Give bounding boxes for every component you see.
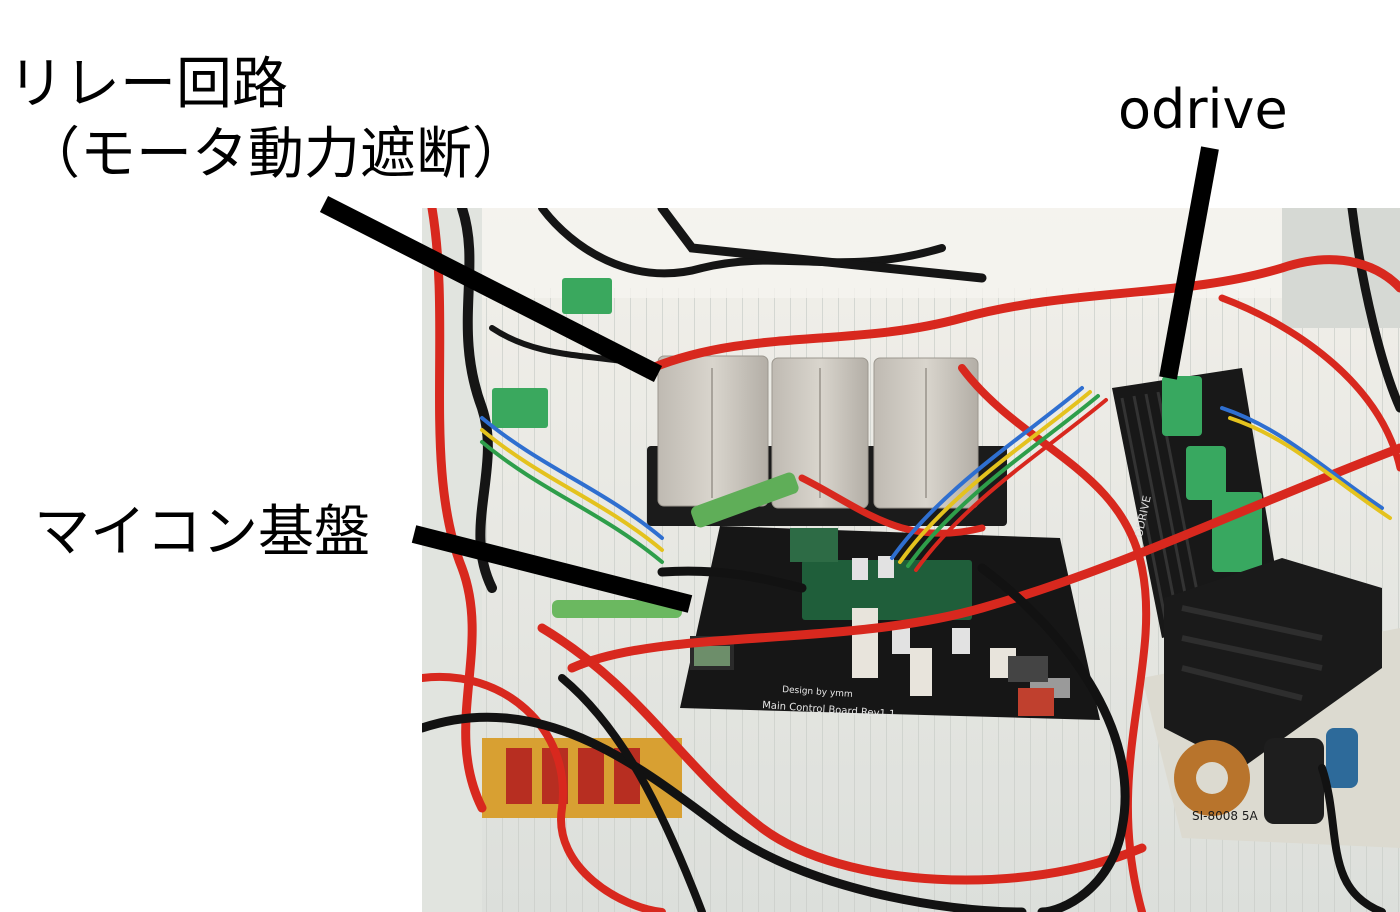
mcu-pointer-line: [411, 525, 693, 613]
microcontroller-board-label: マイコン基盤: [34, 500, 370, 565]
black-wires-front: [422, 563, 1386, 912]
relay-circuit-label: リレー回路: [8, 52, 288, 117]
signal-wires: [480, 386, 1392, 572]
odrive-pointer-line: [1159, 146, 1219, 380]
xt60-connector: [1018, 688, 1054, 716]
usb-port: [694, 646, 730, 666]
green-heatshrink: [691, 472, 799, 528]
relay-pointer-line: [319, 195, 663, 383]
heatsink: [1164, 558, 1382, 768]
black-wires-back: [457, 208, 1400, 593]
relay-circuit-sublabel: （モータ動力遮断）: [24, 122, 528, 187]
robot-electronics-photo: Main Control Board Rev1.1 Design by ymm …: [422, 208, 1400, 912]
terminal-block-left-1: [562, 278, 612, 314]
odrive-label: odrive: [1118, 78, 1288, 141]
capacitor: [1264, 738, 1324, 824]
power-module-label: SI-8008 5A: [1192, 809, 1258, 823]
terminal-block-left-2: [492, 388, 548, 428]
teensy-module: [802, 560, 972, 620]
board-label-designer: Design by ymm: [782, 685, 853, 700]
red-wires: [422, 208, 1400, 912]
